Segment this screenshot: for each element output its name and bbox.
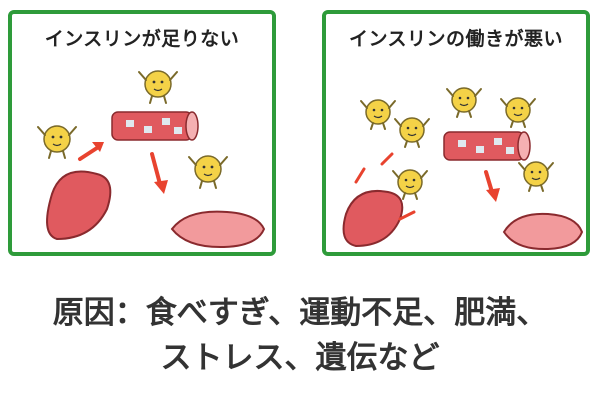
insulin-character-icon bbox=[360, 99, 396, 130]
arrow-icon bbox=[150, 152, 162, 186]
blood-vessel-icon bbox=[443, 131, 531, 161]
arrow-icon bbox=[354, 167, 366, 184]
insulin-character-icon bbox=[394, 117, 430, 148]
insulin-character-icon bbox=[446, 87, 482, 118]
insulin-character-icon bbox=[188, 155, 228, 189]
arrow-icon bbox=[78, 144, 102, 161]
panel-illustration bbox=[342, 87, 584, 251]
panel-insulin-ineffective: インスリンの働きが悪い bbox=[322, 10, 590, 256]
caption-causes-line2: ストレス、遺伝など bbox=[160, 340, 440, 376]
panel-illustration bbox=[37, 70, 266, 249]
insulin-character-icon bbox=[138, 70, 178, 104]
muscle-icon bbox=[170, 210, 266, 249]
muscle-icon bbox=[502, 212, 584, 251]
arrow-icon bbox=[398, 210, 416, 221]
panel-title: インスリンの働きが悪い bbox=[348, 28, 564, 50]
panel-insulin-insufficient: インスリンが足りない bbox=[8, 10, 276, 256]
arrow-icon bbox=[484, 170, 494, 194]
liver-icon bbox=[342, 190, 404, 248]
insulin-character-icon bbox=[37, 125, 77, 159]
insulin-character-icon bbox=[500, 97, 536, 128]
arrow-icon bbox=[380, 152, 394, 166]
caption-causes-line1: 原因：食べすぎ、運動不足、肥満、 bbox=[52, 295, 548, 331]
panel-title: インスリンが足りない bbox=[44, 28, 240, 50]
blood-vessel-icon bbox=[111, 111, 199, 141]
liver-icon bbox=[46, 170, 112, 241]
insulin-character-icon bbox=[392, 169, 428, 200]
insulin-character-icon bbox=[518, 161, 554, 192]
